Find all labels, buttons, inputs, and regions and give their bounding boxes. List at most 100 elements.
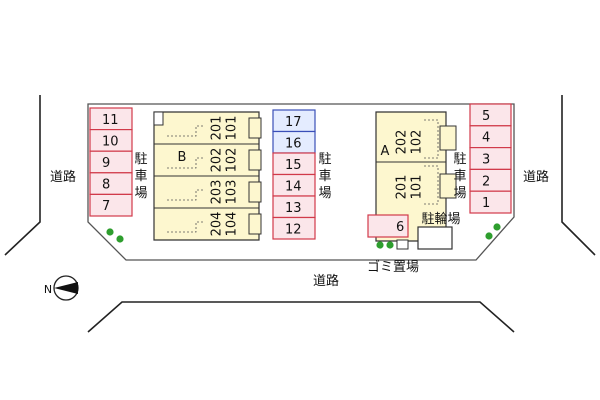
parking-label-char: 車 bbox=[134, 169, 147, 184]
parking-label-char: 場 bbox=[453, 186, 466, 201]
room-number: 103 bbox=[225, 180, 240, 205]
parking-space-box bbox=[89, 172, 133, 196]
room-number: 104 bbox=[225, 212, 240, 237]
parking-label-char: 車 bbox=[318, 169, 331, 184]
parking-space: 14 bbox=[272, 173, 316, 197]
tree-icon bbox=[106, 228, 114, 236]
parking-space: 8 bbox=[89, 172, 133, 196]
tree-icon bbox=[485, 232, 493, 240]
road-edge-right bbox=[561, 95, 596, 256]
parking-lone: 6 bbox=[367, 214, 409, 238]
parking-space-box bbox=[469, 125, 512, 149]
garbage-label: ゴミ置場 bbox=[367, 259, 419, 275]
room-number: 201 bbox=[395, 175, 410, 200]
parking-space: 10 bbox=[89, 129, 133, 152]
bike-parking-label: 駐輪場 bbox=[421, 211, 460, 227]
parking-space-number: 5 bbox=[482, 109, 490, 124]
parking-space-box bbox=[469, 103, 512, 127]
parking-label-center: 駐車場 bbox=[318, 152, 331, 201]
building-b-notch bbox=[153, 111, 164, 126]
room-number: 204 bbox=[210, 212, 225, 237]
parking-space: 3 bbox=[469, 147, 512, 171]
room-number: 202 bbox=[210, 148, 225, 173]
parking-space: 13 bbox=[272, 195, 316, 219]
parking-space-number: 17 bbox=[285, 115, 302, 130]
parking-label-right: 駐車場 bbox=[453, 152, 466, 201]
building-b-stairs bbox=[167, 125, 205, 233]
parking-space-number: 2 bbox=[482, 174, 490, 189]
building-b-balconies bbox=[248, 117, 262, 235]
tree-icon bbox=[376, 241, 384, 249]
parking-label-char: 駐 bbox=[318, 152, 331, 167]
parking-space-number: 9 bbox=[102, 156, 110, 171]
road-edge-left bbox=[4, 95, 41, 256]
room-number: 102 bbox=[410, 130, 425, 155]
trees bbox=[106, 223, 501, 249]
parking-space-number: 16 bbox=[285, 136, 302, 151]
room-number: 202 bbox=[395, 130, 410, 155]
road-label-right: 道路 bbox=[523, 169, 549, 185]
parking-space-number: 15 bbox=[285, 158, 302, 173]
room-number: 101 bbox=[410, 175, 425, 200]
parking-space-box bbox=[272, 216, 316, 240]
parking-label-char: 駐 bbox=[134, 152, 147, 167]
parking-space-box bbox=[469, 168, 512, 192]
road-edge-bottom bbox=[87, 301, 515, 333]
room-number: 102 bbox=[225, 148, 240, 173]
parking-label-char: 駐 bbox=[453, 152, 466, 167]
parking-space-box bbox=[469, 190, 512, 214]
building-a-stairs bbox=[424, 119, 439, 205]
garbage-box bbox=[396, 239, 409, 250]
road-label-left: 道路 bbox=[50, 169, 76, 185]
parking-space-number: 11 bbox=[102, 113, 119, 128]
room-number: 101 bbox=[225, 116, 240, 141]
parking-label-char: 場 bbox=[134, 186, 147, 201]
parking-space-box bbox=[89, 193, 133, 217]
room-number: 203 bbox=[210, 180, 225, 205]
parking-space-number: 7 bbox=[102, 199, 110, 214]
parking-space: 15 bbox=[272, 152, 316, 176]
parking-space: 2 bbox=[469, 168, 512, 192]
building-a-balconies bbox=[439, 125, 457, 199]
parking-space-number: 4 bbox=[482, 131, 490, 146]
parking-label-char: 車 bbox=[453, 169, 466, 184]
parking-space: 12 bbox=[272, 216, 316, 240]
road-lines bbox=[4, 95, 596, 333]
parking-space-number: 13 bbox=[285, 201, 302, 216]
compass-icon: N bbox=[44, 275, 79, 301]
parking-space-number: 12 bbox=[285, 222, 302, 237]
road-label-bottom: 道路 bbox=[313, 273, 339, 289]
parking-label-char: 場 bbox=[318, 186, 331, 201]
tree-icon bbox=[386, 241, 394, 249]
parking-space: 16 bbox=[272, 130, 316, 154]
building-b-dividers bbox=[154, 143, 259, 209]
room-number: 201 bbox=[210, 116, 225, 141]
tree-icon bbox=[116, 235, 124, 243]
parking-space-box bbox=[469, 147, 512, 171]
tree-icon bbox=[493, 223, 501, 231]
parking-space-number: 10 bbox=[102, 134, 119, 149]
parking-label-left: 駐車場 bbox=[134, 152, 147, 201]
parking-space-number: 8 bbox=[102, 178, 110, 193]
parking-space-number: 3 bbox=[482, 153, 490, 168]
parking-left: 11 10 9 8 7 bbox=[89, 107, 133, 217]
bike-parking-area bbox=[417, 226, 453, 250]
parking-space-number: 1 bbox=[482, 196, 490, 211]
parking-space: 7 bbox=[89, 193, 133, 217]
parking-space: 9 bbox=[89, 150, 133, 174]
building-b-name: B bbox=[178, 150, 187, 165]
parking-space: 4 bbox=[469, 125, 512, 149]
parking-space-number: 14 bbox=[285, 179, 302, 194]
parking-space: 17 bbox=[272, 109, 316, 133]
parking-space-number: 6 bbox=[396, 220, 404, 235]
compass-north-letter: N bbox=[44, 283, 52, 296]
parking-space-box bbox=[367, 214, 409, 238]
parking-space: 11 bbox=[89, 107, 133, 131]
building-a-name: A bbox=[381, 144, 390, 159]
